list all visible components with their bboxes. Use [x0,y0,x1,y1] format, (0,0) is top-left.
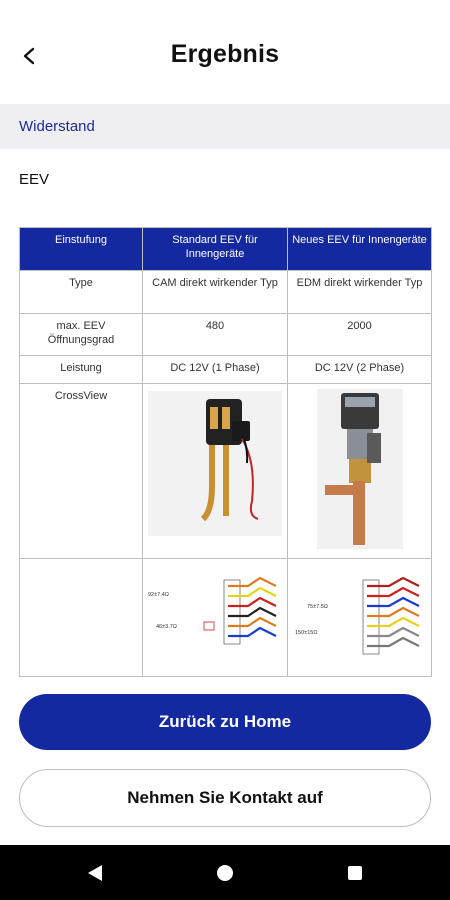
row-label: max. EEV Öffnungsgrad [19,313,143,356]
chevron-left-icon [23,47,35,65]
row-label: Type [19,270,143,314]
system-navigation-bar [0,845,450,900]
row-label: Leistung [19,355,143,384]
table-cell: DC 12V (1 Phase) [142,355,288,384]
table-row: CrossView [19,383,432,559]
contact-button[interactable]: Nehmen Sie Kontakt auf [19,769,431,827]
wiring-label: 46±3.7Ω [156,624,177,630]
row-label [19,558,143,677]
wiring-label: 150±15Ω [295,630,317,636]
table-row: 92±7.4Ω 46±3.7Ω 75±7.5Ω 150±15Ω [19,558,432,677]
table-cell [287,383,432,559]
table-cell: CAM direkt wirkender Typ [142,270,288,314]
wiring-label: 92±7.4Ω [148,592,169,598]
standard-eev-photo [148,391,282,536]
back-button[interactable] [14,40,46,72]
new-eev-wiring-diagram: 75±7.5Ω 150±15Ω [295,576,419,655]
table-cell: EDM direkt wirkender Typ [287,270,432,314]
table-cell: 75±7.5Ω 150±15Ω [287,558,432,677]
table-header-cell: Standard EEV für Innengeräte [142,227,288,271]
row-label: CrossView [19,383,143,559]
circle-home-icon[interactable] [214,862,236,884]
spec-table: Einstufung Standard EEV für Innengeräte … [19,227,432,677]
new-eev-photo [316,389,403,549]
table-cell: DC 12V (2 Phase) [287,355,432,384]
wiring-label: 75±7.5Ω [307,604,328,610]
triangle-back-icon[interactable] [84,862,106,884]
table-cell [142,383,288,559]
table-header-cell: Neues EEV für Innengeräte [287,227,432,271]
section-header: Widerstand [0,104,450,149]
table-cell: 2000 [287,313,432,356]
subtitle: EEV [19,171,50,188]
back-to-home-button[interactable]: Zurück zu Home [19,694,431,750]
table-cell: 480 [142,313,288,356]
table-cell: 92±7.4Ω 46±3.7Ω [142,558,288,677]
standard-eev-wiring-diagram: 92±7.4Ω 46±3.7Ω [148,576,277,645]
app-bar: Ergebnis [0,0,450,104]
table-row: max. EEV Öffnungsgrad 480 2000 [19,313,432,356]
table-header-row: Einstufung Standard EEV für Innengeräte … [19,227,432,271]
section-title: Widerstand [19,118,95,135]
table-row: Type CAM direkt wirkender Typ EDM direkt… [19,270,432,314]
table-header-cell: Einstufung [19,227,143,271]
page-title: Ergebnis [170,40,280,68]
square-recent-icon[interactable] [344,862,366,884]
table-row: Leistung DC 12V (1 Phase) DC 12V (2 Phas… [19,355,432,384]
